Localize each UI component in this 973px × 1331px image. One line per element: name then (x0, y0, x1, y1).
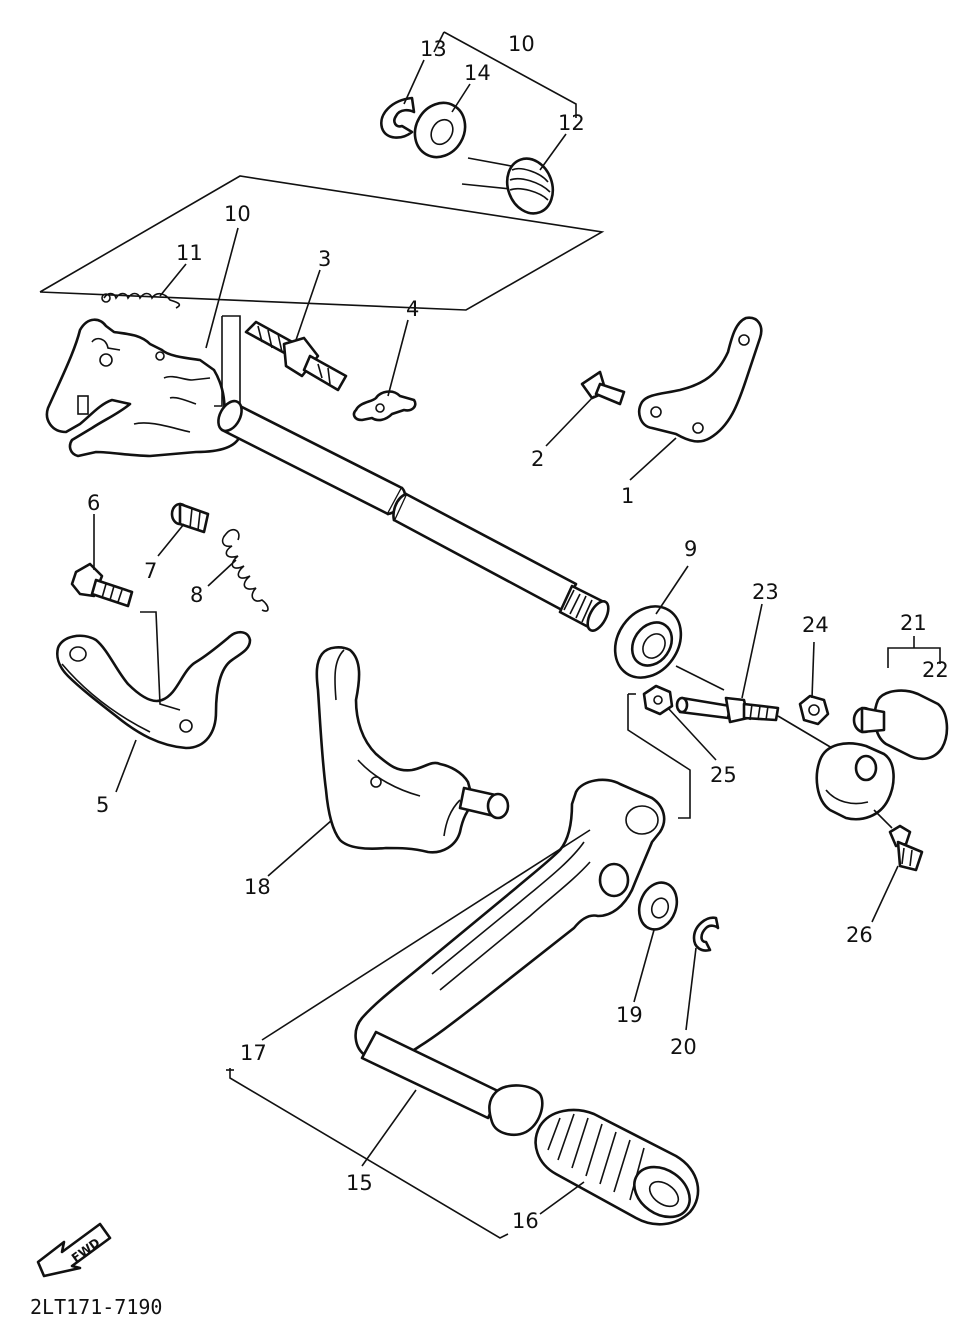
label-5: 5 (96, 793, 109, 817)
label-1: 1 (621, 484, 634, 508)
part-1-bracket (638, 316, 763, 443)
label-13: 13 (420, 37, 447, 61)
label-26: 26 (846, 923, 873, 947)
part-26-bolt (888, 824, 924, 872)
label-18: 18 (244, 875, 271, 899)
label-9: 9 (684, 537, 697, 561)
label-11: 11 (176, 241, 203, 265)
label-19: 19 (616, 1003, 643, 1027)
part-18-lever (315, 646, 510, 854)
label-14: 14 (464, 61, 491, 85)
part-17-shift-pedal (354, 778, 666, 1062)
part-14-washer (413, 101, 467, 159)
part-12-torsion-spring (461, 157, 555, 215)
label-8: 8 (190, 583, 203, 607)
label-4: 4 (406, 297, 419, 321)
label-10-left: 10 (224, 202, 251, 226)
part-15-peg-bar (360, 1030, 544, 1136)
group-bracket-10-upper (39, 31, 605, 311)
label-25: 25 (710, 763, 737, 787)
label-20: 20 (670, 1035, 697, 1059)
part-2-screw (580, 370, 626, 406)
part-22-joint-end (815, 742, 895, 821)
label-12: 12 (558, 111, 585, 135)
part-8-spring (221, 528, 269, 612)
label-21: 21 (900, 611, 927, 635)
shift-shaft (217, 399, 610, 632)
label-24: 24 (802, 613, 829, 637)
leader-lines (93, 59, 899, 1215)
label-7: 7 (144, 559, 157, 583)
label-17: 17 (240, 1041, 267, 1065)
label-6: 6 (87, 491, 100, 515)
part-20-circlip (692, 916, 720, 952)
label-10-upper: 10 (508, 32, 535, 56)
part-labels: 1 2 3 4 5 6 7 8 9 10 10 11 12 13 14 15 1… (87, 32, 949, 1233)
shift-arm-assembly (45, 318, 242, 458)
part-7-pin (170, 502, 210, 534)
part-21-joint-assembly (852, 689, 949, 761)
label-2: 2 (531, 447, 544, 471)
label-23: 23 (752, 580, 779, 604)
label-3: 3 (318, 247, 331, 271)
part-13-circlip (380, 96, 416, 139)
label-22: 22 (922, 658, 949, 682)
label-16: 16 (512, 1209, 539, 1233)
part-19-washer (637, 881, 679, 931)
part-23-rod (675, 696, 780, 724)
part-5-shift-arm (56, 630, 252, 750)
label-15: 15 (346, 1171, 373, 1195)
part-16-rubber-peg (534, 1108, 700, 1226)
part-25-nut (642, 684, 674, 716)
part-6-bolt (70, 562, 134, 608)
part-24-nut (798, 694, 830, 726)
part-9-oil-seal (613, 605, 683, 679)
fwd-arrow-icon: FWD (36, 1222, 112, 1278)
part-3-stud-bolt (244, 320, 348, 392)
part-11-spring (101, 292, 181, 309)
figure-code: 2LT171-7190 (30, 1295, 162, 1319)
part-4-plate (352, 390, 417, 422)
